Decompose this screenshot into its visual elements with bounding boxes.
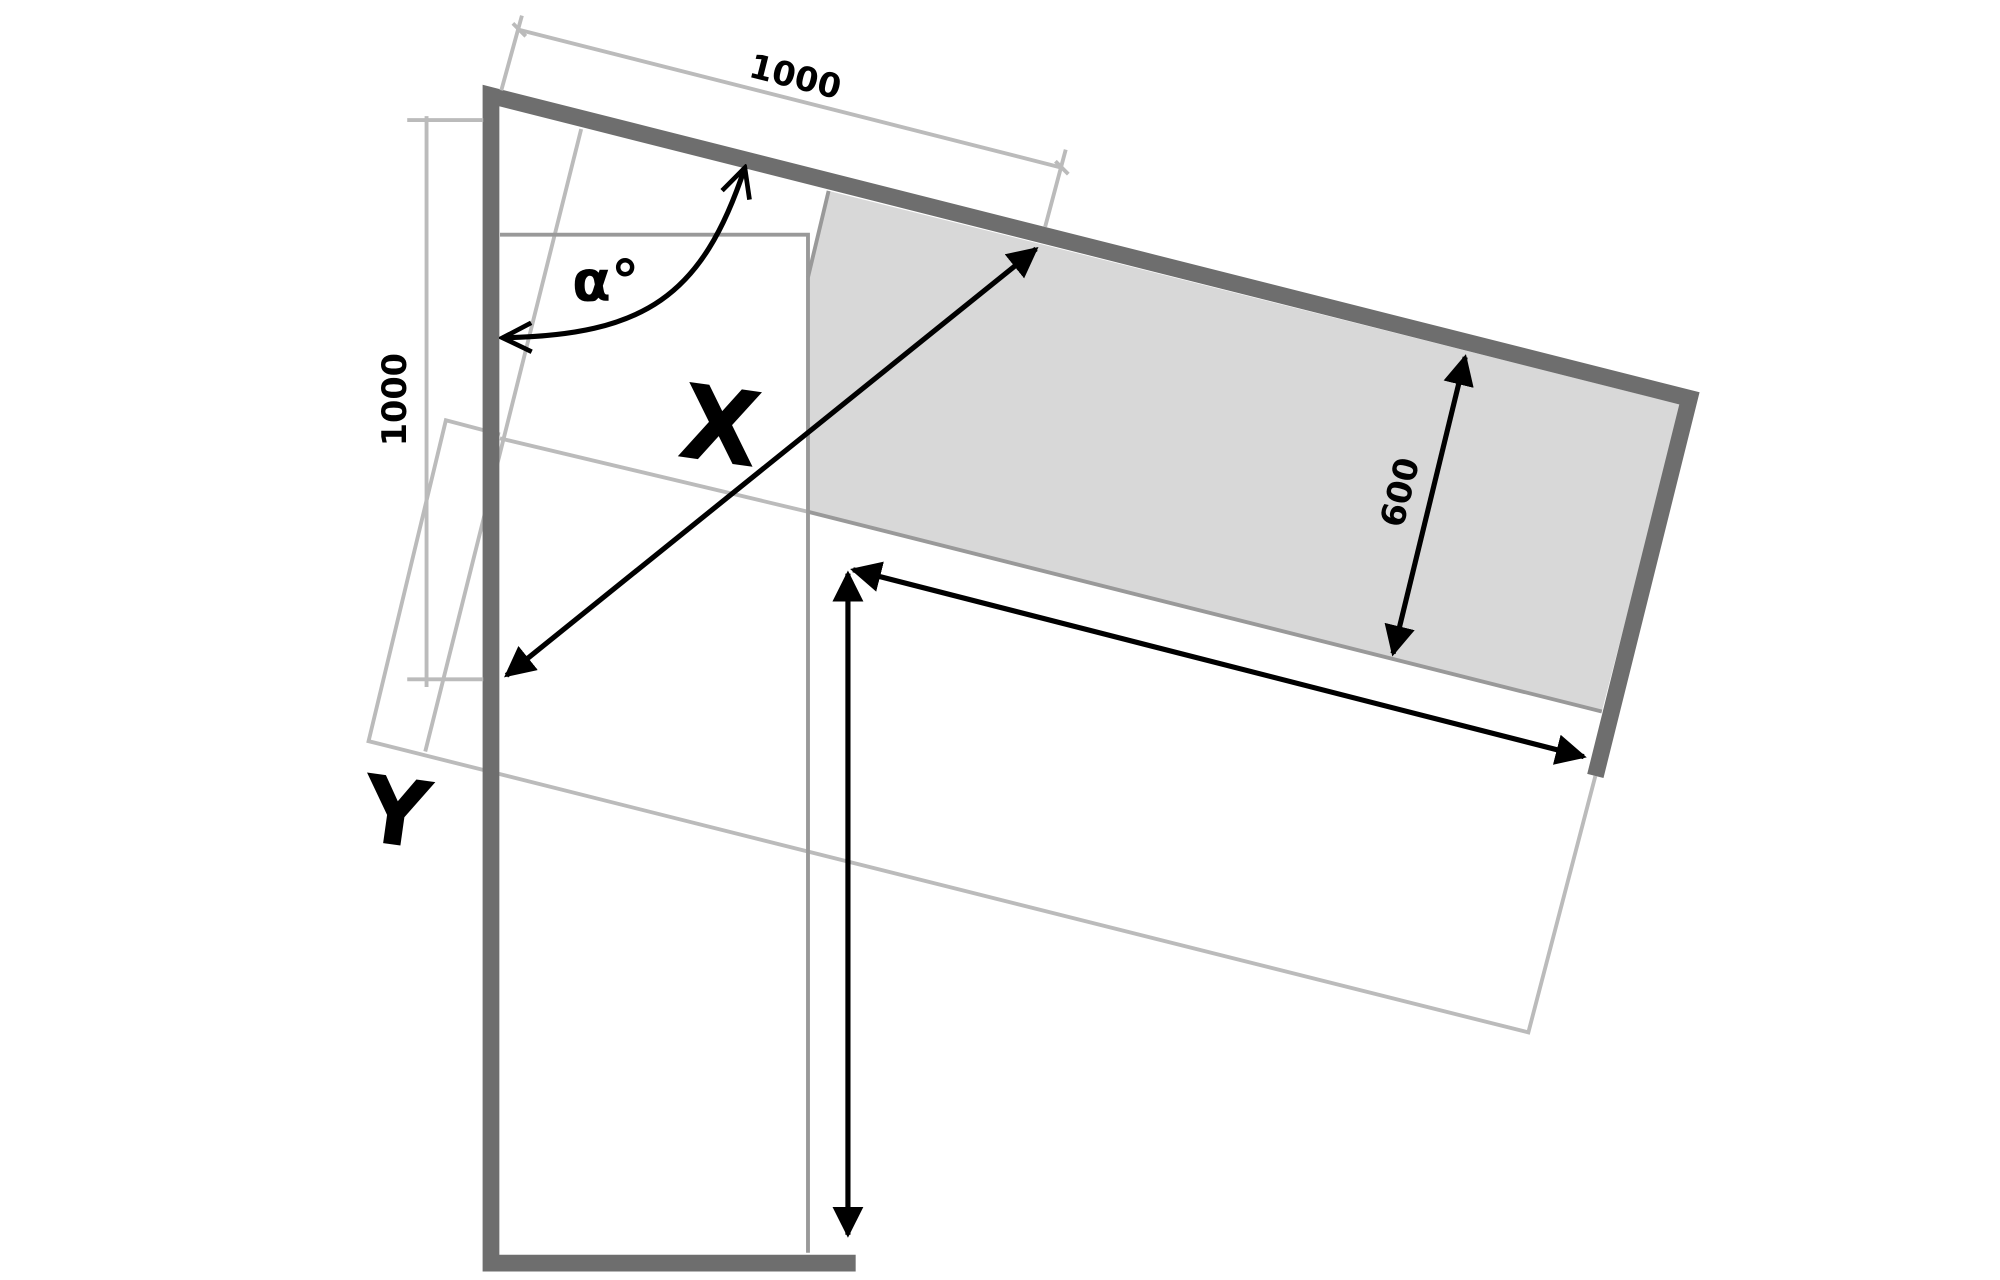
diagonal-arrow bbox=[504, 246, 1039, 678]
left-dimension-line bbox=[407, 116, 484, 688]
run-length-arrow bbox=[850, 561, 1587, 765]
x-label: X bbox=[672, 362, 767, 492]
top-dimension-label: 1000 bbox=[745, 46, 845, 107]
angle-label: α° bbox=[572, 248, 639, 314]
corner-fill-area bbox=[807, 190, 1682, 712]
y-label: Y bbox=[354, 754, 438, 871]
wall bbox=[482, 84, 1700, 1272]
left-dimension-label: 1000 bbox=[375, 353, 414, 446]
top-dimension-line bbox=[499, 15, 1070, 228]
